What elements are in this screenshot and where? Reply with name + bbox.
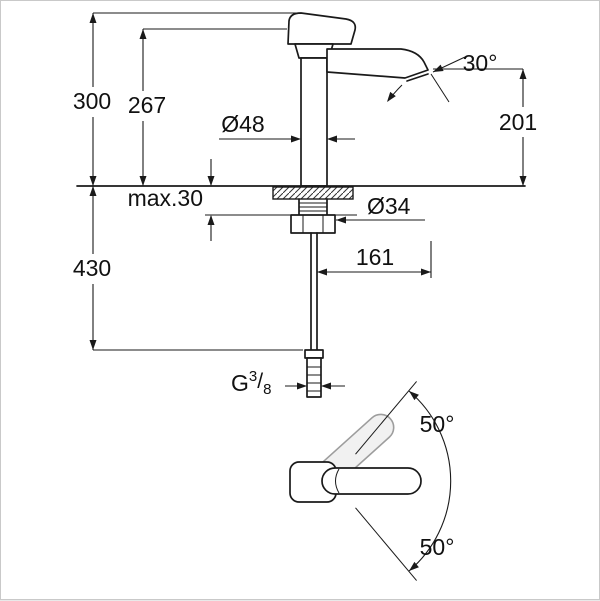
dim-label-300: 300 [73, 88, 111, 114]
dim-hole-diameter: Ø34 [336, 193, 425, 224]
swivel-radial-lower [355, 507, 417, 581]
dim-max-deck-thickness: max.30 [128, 159, 215, 241]
swivel-arc [408, 390, 452, 572]
side-view-faucet [76, 12, 526, 398]
flow-direction-arrow [387, 84, 403, 102]
escutcheon-hatched [272, 186, 354, 200]
dim-label-g38: G3/8 [231, 368, 271, 398]
thread-numerator: 3 [249, 368, 257, 385]
faucet-lever [287, 12, 357, 45]
faucet-body [300, 57, 328, 187]
supply-hose [304, 232, 324, 398]
dim-label-30deg: 30° [463, 50, 498, 76]
spout-aerator-line [406, 73, 429, 82]
swivel-radial-upper [355, 381, 417, 455]
dim-label-50deg-upper: 50° [420, 411, 455, 437]
dim-spout-reach: 161 [317, 241, 432, 278]
dim-label-50deg-lower: 50° [420, 534, 455, 560]
dim-label-d34: Ø34 [367, 193, 411, 219]
threaded-shank [298, 198, 328, 216]
dim-label-201: 201 [499, 109, 537, 135]
mounting-nut [290, 214, 336, 234]
thread-slash: / [257, 370, 263, 393]
dim-below-deck: 430 [73, 186, 303, 351]
dim-spout-height: 201 [433, 68, 537, 186]
dim-label-267: 267 [128, 92, 166, 118]
handle-grip-line [335, 468, 340, 494]
dim-spout-angle: 30° [430, 50, 498, 103]
dim-connection-thread: G3/8 [231, 368, 345, 398]
faucet-spout [326, 48, 429, 79]
dim-label-430: 430 [73, 255, 111, 281]
dim-total-height: 300 [73, 12, 300, 186]
thread-prefix: G [231, 370, 249, 396]
dim-lever-height: 267 [128, 28, 287, 186]
top-view-swivel: 50° 50° [289, 381, 455, 581]
dim-body-diameter: Ø48 [219, 111, 355, 143]
dim-label-max30: max.30 [128, 185, 203, 211]
dim-label-d48: Ø48 [221, 111, 264, 137]
handle-top-view [321, 467, 422, 495]
thread-denominator: 8 [263, 381, 271, 398]
dim-label-161: 161 [356, 244, 394, 270]
